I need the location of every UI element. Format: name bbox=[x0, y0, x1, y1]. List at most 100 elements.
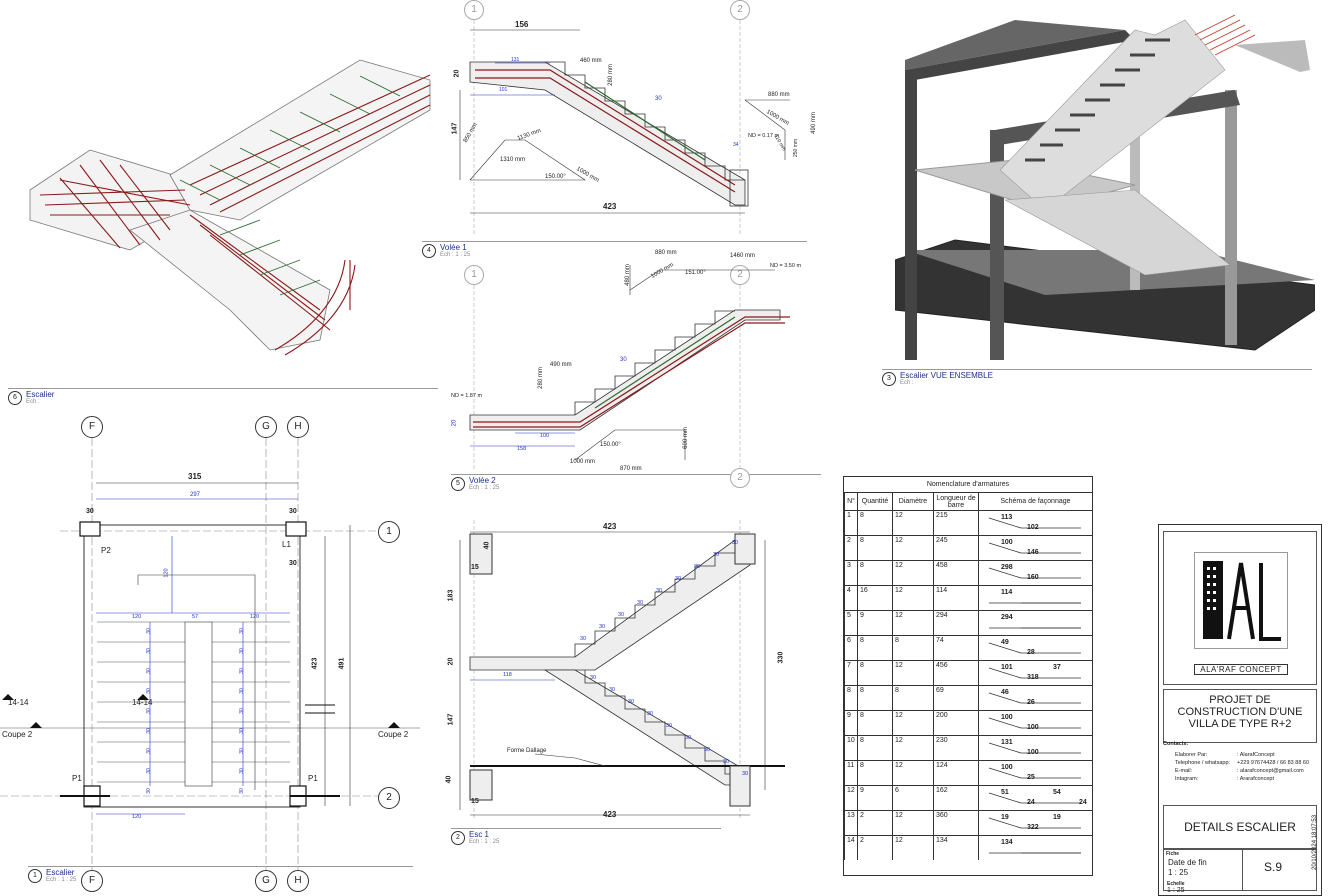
step-dim: 30 bbox=[704, 747, 711, 753]
step-dim: 30 bbox=[590, 675, 597, 681]
nd-017: ND = 0.17 m bbox=[748, 133, 780, 139]
dim-131: 131 bbox=[511, 57, 520, 63]
schema-dim: 54 bbox=[1053, 789, 1061, 796]
step-dim: 30 bbox=[238, 688, 245, 694]
step-dim: 30 bbox=[609, 687, 616, 693]
logo-frame bbox=[1194, 552, 1288, 649]
dim-423-top: 423 bbox=[603, 522, 617, 531]
volee2-section: 880 mm 1000 mm 480 mm 151.00° 1460 mm ND… bbox=[445, 250, 835, 475]
step-dim: 30 bbox=[685, 735, 692, 741]
view-title: Escalier VUE ENSEMBLE bbox=[900, 371, 993, 380]
table-cell: 16 bbox=[857, 585, 893, 611]
dim-1460: 1460 mm bbox=[730, 253, 756, 259]
table-cell: 74 bbox=[933, 635, 979, 661]
table-cell: 12 bbox=[892, 810, 934, 836]
table-cell: 4 bbox=[844, 585, 858, 611]
grid-bubble-1b: 1 bbox=[464, 265, 484, 285]
grid-bubble-H-bottom: H bbox=[287, 870, 309, 892]
table-cell: 12 bbox=[892, 835, 934, 860]
dim-423: 423 bbox=[311, 657, 319, 670]
table-cell: 1 bbox=[844, 510, 858, 536]
step-dim: 30 bbox=[145, 628, 152, 634]
dim-490: 490 mm bbox=[550, 362, 572, 368]
project-title: PROJET DE CONSTRUCTION D'UNE VILLA DE TY… bbox=[1163, 689, 1317, 743]
rebar-3d-view bbox=[20, 50, 440, 370]
view-label-2: 2 Esc 1 Ech : 1 : 25 bbox=[451, 828, 721, 845]
dim-147: 147 bbox=[447, 713, 455, 726]
view-title: Esc 1 bbox=[469, 830, 490, 839]
dim-156: 156 bbox=[515, 20, 529, 29]
schema-dim: 100 bbox=[1027, 724, 1039, 731]
table-cell: 5 bbox=[844, 610, 858, 636]
contact-key: Intagram: bbox=[1175, 776, 1199, 782]
dim-147: 147 bbox=[451, 122, 459, 135]
sheet-title: DETAILS ESCALIER bbox=[1163, 805, 1317, 849]
table-cell: 245 bbox=[933, 535, 979, 561]
table-cell: 8 bbox=[857, 535, 893, 561]
step-dim: 30 bbox=[732, 540, 739, 546]
step-dim: 30 bbox=[145, 688, 152, 694]
dim-480: 480 mm bbox=[624, 264, 631, 286]
dim-280: 280 mm bbox=[537, 367, 544, 389]
table-cell: 8 bbox=[857, 760, 893, 786]
coupe-2-left: Coupe 2 bbox=[2, 730, 33, 739]
step-dim: 30 bbox=[637, 600, 644, 606]
view-number: 4 bbox=[422, 244, 436, 258]
step-dim: 30 bbox=[145, 708, 152, 714]
echelle-label: Echelle bbox=[1167, 881, 1185, 887]
fiche-label: Fiche bbox=[1166, 851, 1180, 857]
logo-box: ALA'RAF CONCEPT bbox=[1163, 531, 1317, 685]
timestamp: 20/10/2024 18:07:53 bbox=[1312, 814, 1318, 870]
dim-423-bottom: 423 bbox=[603, 810, 617, 819]
dim-880: 880 mm bbox=[655, 250, 677, 256]
coupe-2-right: Coupe 2 bbox=[378, 730, 409, 739]
view-label-1: 1 Escalier Ech : 1 : 25 bbox=[28, 866, 413, 883]
table-cell: 12 bbox=[892, 760, 934, 786]
view-scale: Ech : 1 : 25 bbox=[46, 877, 77, 883]
view-label-4: 4 Volée 1 Ech : 1 : 25 bbox=[422, 241, 807, 258]
view-scale: Ech : 1 : 25 bbox=[440, 252, 471, 258]
echelle-value: 1 : 25 bbox=[1167, 887, 1185, 894]
volee1-drawing bbox=[459, 20, 790, 235]
step-dim: 30 bbox=[713, 552, 720, 558]
schema-dim: 19 bbox=[1053, 814, 1061, 821]
dim-40: 40 bbox=[483, 541, 491, 550]
dim-120b: 120 bbox=[250, 614, 260, 620]
dim-40b: 40 bbox=[445, 775, 453, 784]
step-dim: 30 bbox=[666, 723, 673, 729]
grid-bubble-F-bottom: F bbox=[81, 870, 103, 892]
table-cell: 9 bbox=[857, 785, 893, 811]
view-scale: Ech : bbox=[900, 380, 914, 386]
step-dim: 30 bbox=[145, 648, 152, 654]
dim-15: 15 bbox=[471, 564, 479, 571]
bending-schema: 114 bbox=[978, 585, 1092, 611]
table-cell: 6 bbox=[844, 635, 858, 661]
volee2-drawing bbox=[469, 265, 790, 470]
col-header-quantite: Quantité bbox=[857, 492, 893, 511]
nd-350: ND = 3.50 m bbox=[770, 263, 802, 269]
step-dim: 30 bbox=[238, 708, 245, 714]
title-block: ALA'RAF CONCEPT PROJET DE CONSTRUCTION D… bbox=[1158, 524, 1322, 896]
grid-bubble-1: 1 bbox=[378, 521, 400, 543]
logo-icon bbox=[1203, 561, 1281, 641]
table-cell: 8 bbox=[857, 510, 893, 536]
grid-bubble-F: F bbox=[81, 416, 103, 438]
table-cell: 8 bbox=[857, 660, 893, 686]
view-number: 6 bbox=[8, 391, 22, 405]
step-dim: 30 bbox=[675, 576, 682, 582]
divider bbox=[1242, 850, 1243, 890]
dim-183: 183 bbox=[447, 589, 455, 602]
schema-dim: 102 bbox=[1027, 524, 1039, 531]
